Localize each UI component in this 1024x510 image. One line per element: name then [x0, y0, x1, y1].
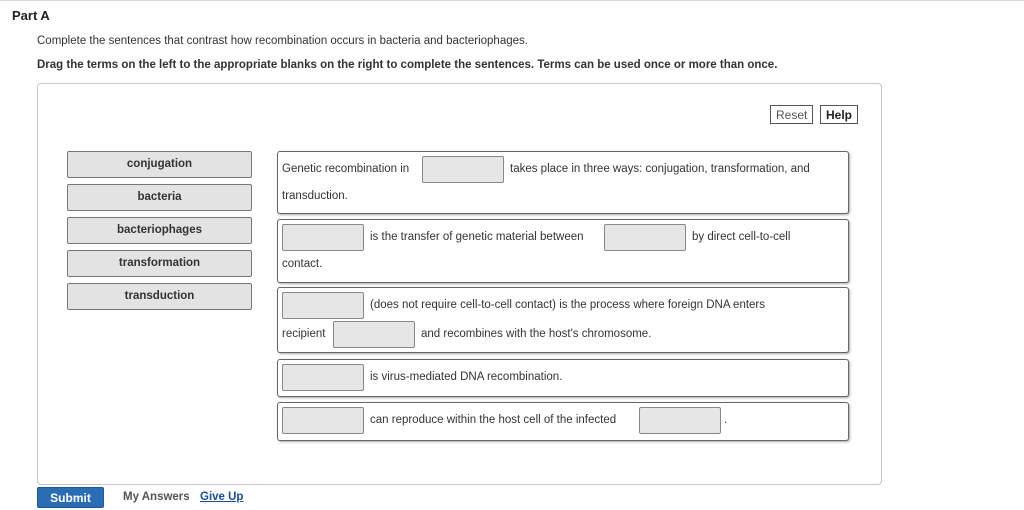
instruction-text: Complete the sentences that contrast how… — [37, 35, 528, 47]
term-transformation[interactable]: transformation — [67, 250, 252, 277]
sentence-2-text-end: contact. — [282, 258, 323, 270]
term-bacteria[interactable]: bacteria — [67, 184, 252, 211]
sentence-1-text-middle: takes place in three ways: conjugation, … — [510, 163, 810, 175]
sentence-4: is virus-mediated DNA recombination. — [277, 359, 849, 397]
sentence-5-blank-1[interactable] — [282, 407, 364, 434]
part-title: Part A — [12, 8, 50, 23]
sentence-1-blank-1[interactable] — [422, 156, 504, 183]
term-bacteriophages[interactable]: bacteriophages — [67, 217, 252, 244]
sentence-5-blank-2[interactable] — [639, 407, 721, 434]
sentence-3: (does not require cell-to-cell contact) … — [277, 287, 849, 353]
sentence-2-blank-1[interactable] — [282, 224, 364, 251]
submit-button[interactable]: Submit — [37, 487, 104, 508]
term-conjugation[interactable]: conjugation — [67, 151, 252, 178]
sentence-3-text-middle: (does not require cell-to-cell contact) … — [370, 299, 766, 311]
sentence-1: Genetic recombination in takes place in … — [277, 151, 849, 214]
sentence-3-blank-2[interactable] — [333, 321, 415, 348]
sentence-5: can reproduce within the host cell of th… — [277, 402, 849, 441]
sentence-1-text-end: transduction. — [282, 190, 348, 202]
drag-instruction-text: Drag the terms on the left to the approp… — [37, 59, 778, 71]
term-transduction[interactable]: transduction — [67, 283, 252, 310]
help-button[interactable]: Help — [820, 105, 859, 124]
sentence-3-blank-1[interactable] — [282, 292, 364, 319]
sentence-5-period: . — [724, 414, 728, 426]
give-up-link[interactable]: Give Up — [200, 491, 244, 503]
sentence-2-text-after: by direct cell-to-cell — [692, 231, 791, 243]
top-divider — [0, 0, 1024, 1]
sentence-3-text-end: and recombines with the host's chromosom… — [421, 328, 652, 340]
sentence-5-text: can reproduce within the host cell of th… — [370, 414, 617, 426]
sentence-4-text: is virus-mediated DNA recombination. — [370, 371, 563, 383]
sentence-1-text-start: Genetic recombination in — [282, 163, 410, 175]
sentence-4-blank-1[interactable] — [282, 364, 364, 391]
sentence-2-text-middle: is the transfer of genetic material betw… — [370, 231, 584, 243]
reset-button[interactable]: Reset — [770, 105, 814, 124]
sentence-3-text-recipient: recipient — [282, 328, 326, 340]
drag-drop-panel: Reset Help conjugation bacteria bacterio… — [37, 83, 882, 485]
my-answers-label: My Answers — [123, 491, 190, 503]
sentence-2: is the transfer of genetic material betw… — [277, 219, 849, 283]
sentence-2-blank-2[interactable] — [604, 224, 686, 251]
